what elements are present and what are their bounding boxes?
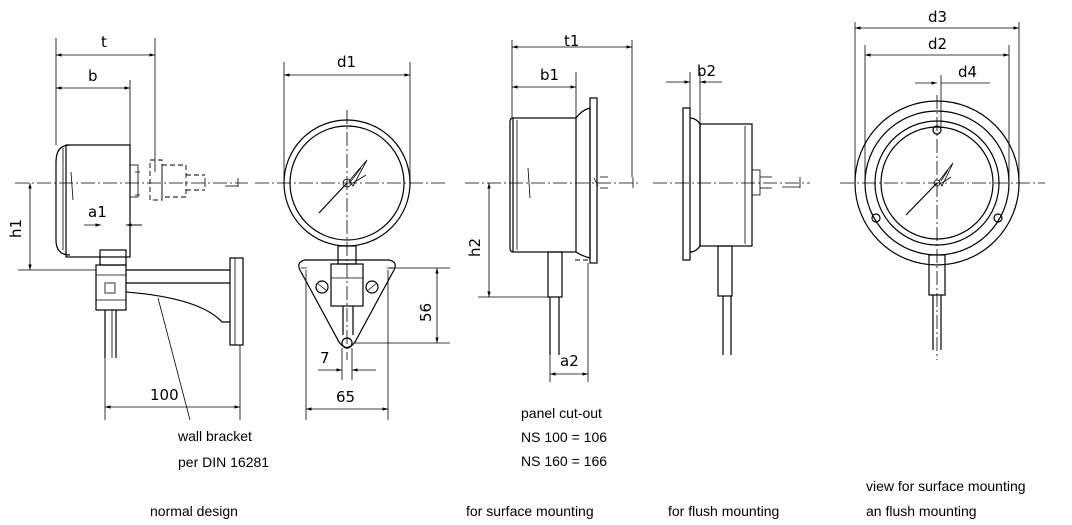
note-panel-cutout-line2: NS 100 = 106 <box>521 429 607 445</box>
view-flush-mounting: b2 <box>653 62 810 355</box>
dim-b1: b1 <box>540 66 559 84</box>
caption-normal-design: normal design <box>150 503 238 519</box>
dim-a2: a2 <box>560 352 579 370</box>
dim-7: 7 <box>320 349 330 367</box>
dim-65: 65 <box>336 388 355 406</box>
caption-view-line2: an flush mounting <box>866 503 977 519</box>
view-surface-mounting: t1 b1 h2 a2 <box>465 32 640 382</box>
dim-t: t <box>101 33 107 51</box>
view-normal-design: t b a1 h1 100 <box>7 33 248 421</box>
caption-view-line1: view for surface mounting <box>866 478 1026 494</box>
note-panel-cutout-line3: NS 160 = 166 <box>521 453 607 469</box>
dim-d3: d3 <box>928 8 947 26</box>
dim-d2: d2 <box>928 35 947 53</box>
dim-d1: d1 <box>337 53 356 71</box>
note-wall-bracket-line2: per DIN 16281 <box>178 454 269 470</box>
dim-t1: t1 <box>564 32 579 50</box>
captions: normal design for surface mounting for f… <box>150 478 1026 519</box>
dim-b2: b2 <box>697 62 716 80</box>
view-normal-front: d1 56 7 65 <box>255 53 450 420</box>
note-panel-cutout-line1: panel cut-out <box>521 405 602 421</box>
dim-a1: a1 <box>88 203 107 221</box>
note-wall-bracket-line1: wall bracket <box>177 428 252 444</box>
notes: wall bracket per DIN 16281 panel cut-out… <box>177 405 607 470</box>
dim-56: 56 <box>417 303 435 322</box>
dim-d4: d4 <box>958 63 977 81</box>
dim-h2: h2 <box>466 238 484 257</box>
dim-b: b <box>88 67 98 85</box>
dim-h1: h1 <box>7 219 25 238</box>
view-front-mounting: d3 d2 d4 <box>840 8 1045 360</box>
caption-flush-mounting: for flush mounting <box>668 503 779 519</box>
caption-surface-mounting: for surface mounting <box>466 503 594 519</box>
dim-100: 100 <box>150 386 179 404</box>
